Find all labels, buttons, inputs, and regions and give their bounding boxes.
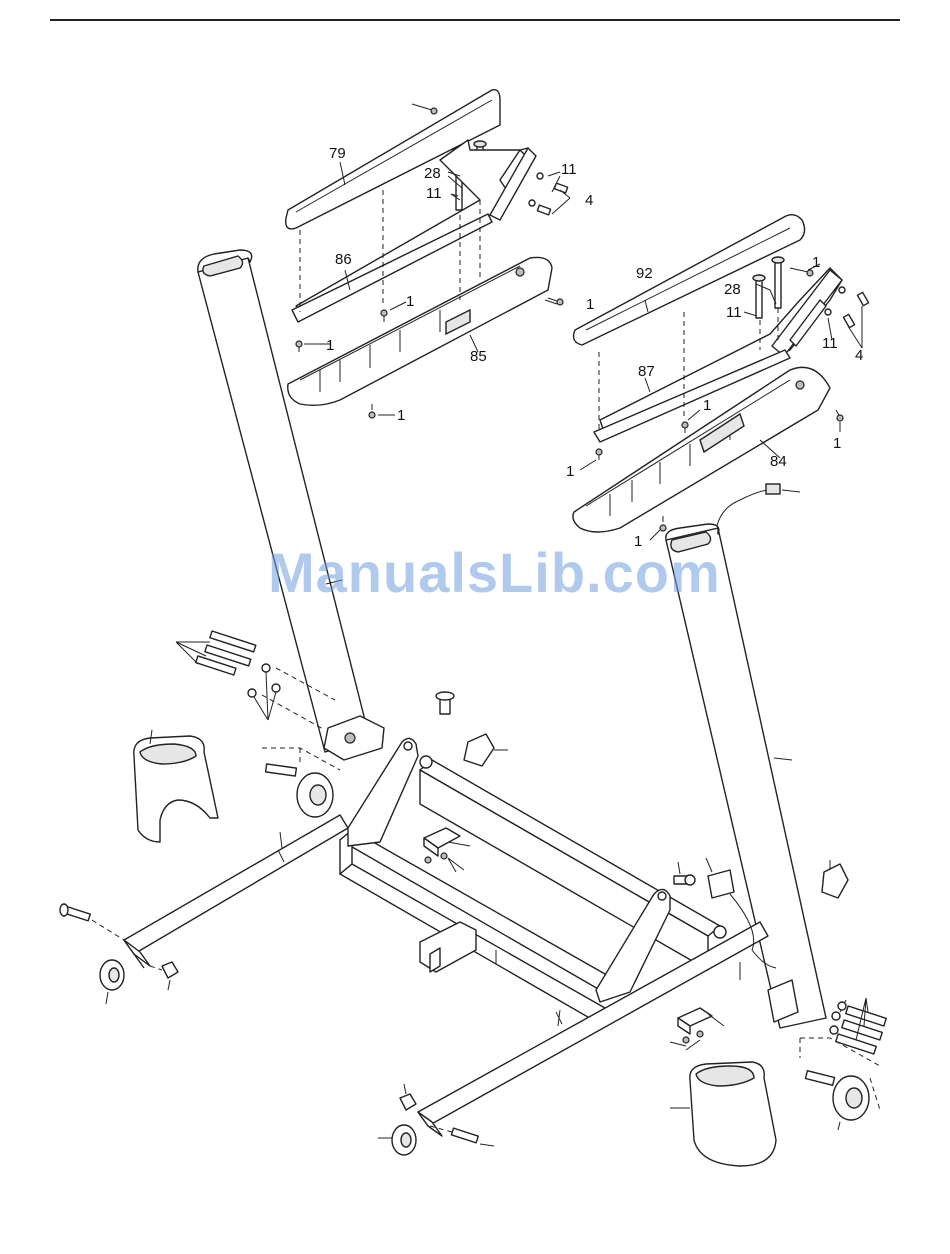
label-28-left: 28 (424, 165, 441, 182)
label-92: 92 (636, 265, 653, 282)
label-84: 84 (770, 453, 787, 470)
handrail-cover-92 (574, 215, 805, 345)
right-base-hardware (670, 998, 886, 1166)
label-1-h: 1 (566, 463, 574, 480)
label-11-right-b: 11 (822, 335, 838, 352)
label-86: 86 (335, 251, 352, 268)
label-4-left: 4 (585, 192, 593, 209)
label-1-d: 1 (397, 407, 405, 424)
label-1-f: 1 (703, 397, 711, 414)
bolts-28-right (753, 257, 784, 318)
label-1-e: 1 (812, 254, 820, 271)
label-1-a: 1 (406, 293, 414, 310)
label-11-left-b: 11 (561, 161, 577, 178)
screw-top-left (412, 104, 437, 114)
handrail-housing-85 (288, 257, 552, 405)
left-handrail-assembly (286, 90, 570, 418)
label-87: 87 (638, 363, 655, 380)
label-1-g: 1 (833, 435, 841, 452)
label-1-c: 1 (326, 337, 334, 354)
washers-bolts-left (529, 173, 568, 215)
label-4-right: 4 (855, 347, 863, 364)
label-28-right: 28 (724, 281, 741, 298)
label-11-left-a: 11 (426, 185, 442, 202)
label-1-b: 1 (586, 296, 594, 313)
wire-harness (716, 490, 770, 530)
watermark-text: ManualsLib.com (268, 541, 721, 604)
right-handrail-assembly (573, 215, 869, 540)
left-upright (198, 250, 370, 752)
label-11-right-a: 11 (726, 304, 742, 321)
label-79: 79 (329, 145, 346, 162)
label-85: 85 (470, 348, 487, 365)
